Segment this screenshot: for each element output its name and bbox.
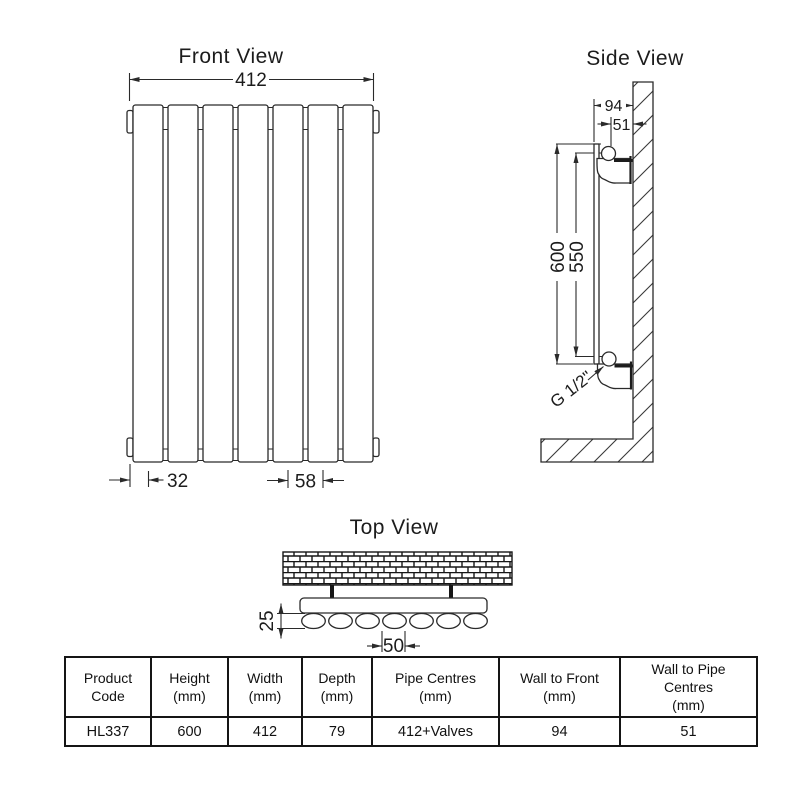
radiator-side-profile [593, 143, 600, 365]
header-width: Width(mm) [227, 656, 303, 718]
dim-label-mask [601, 97, 626, 113]
top-view: Top View 25 50 [257, 516, 513, 655]
bracket-tab [372, 109, 380, 134]
bracket-tab [372, 437, 380, 458]
tube-sections [301, 612, 488, 630]
dim-label-mask [233, 70, 269, 88]
cell-pipe-centres: 412+Valves [371, 716, 500, 747]
front-view-title: Front View [179, 45, 284, 68]
wall-to-front-dim-label: 94 [605, 98, 623, 115]
cell-height: 600 [150, 716, 229, 747]
bracket-tab [126, 109, 134, 134]
cell-wall-to-front: 94 [498, 716, 621, 747]
brick-wall [282, 551, 513, 586]
front-edge-dim-label: 32 [167, 471, 188, 492]
cell-depth: 79 [301, 716, 373, 747]
pipe-centres-dim-label: 550 [567, 241, 588, 273]
radiator-panels [132, 104, 374, 463]
side-view-title: Side View [586, 47, 684, 70]
table-data-row: HL337 600 412 79 412+Valves 94 51 [64, 716, 758, 747]
pipe-valve-circle [600, 145, 617, 162]
pipe-valve-circle [601, 351, 617, 367]
wall-section [540, 81, 654, 463]
side-view: Side View 94 51 600 550 [540, 47, 684, 463]
header-height: Height(mm) [150, 656, 229, 718]
depth-dim-label: 25 [257, 610, 278, 631]
thread-leader-line [587, 366, 604, 381]
mounting-bracket [449, 585, 453, 599]
wall-to-pipe-dim-label: 51 [613, 117, 631, 134]
bottom-wall-bracket [596, 351, 633, 390]
header-depth: Depth(mm) [301, 656, 373, 718]
depth-witness-lines [277, 612, 305, 630]
bracket-tab [126, 437, 134, 458]
front-view: Front View 412 32 58 [109, 45, 380, 493]
height-dim-label: 600 [548, 241, 569, 273]
pipe-thread-label: G 1/2" [547, 367, 596, 411]
front-width-dim-label: 412 [235, 70, 267, 91]
header-pipe-centres: Pipe Centres(mm) [371, 656, 500, 718]
top-wall-bracket [596, 145, 633, 184]
cell-wall-to-pipe-centres: 51 [619, 716, 758, 747]
front-pitch-dim-label: 58 [295, 472, 316, 493]
header-wall-to-front: Wall to Front(mm) [498, 656, 621, 718]
top-view-title: Top View [350, 516, 439, 539]
technical-drawing: Front View 412 32 58 [109, 45, 684, 655]
radiator-top-profile [299, 597, 488, 614]
spacing-witness-lines [381, 631, 406, 652]
dim-label-mask [548, 233, 565, 281]
dim-label-mask [567, 233, 585, 281]
pipe-spacing-dim-label: 50 [383, 636, 404, 655]
cell-product-code: HL337 [64, 716, 152, 747]
panel-connectors [163, 106, 343, 462]
cell-width: 412 [227, 716, 303, 747]
front-edge-witness-lines [129, 464, 150, 487]
side-witness-lines [556, 99, 612, 365]
mounting-bracket [330, 585, 334, 599]
